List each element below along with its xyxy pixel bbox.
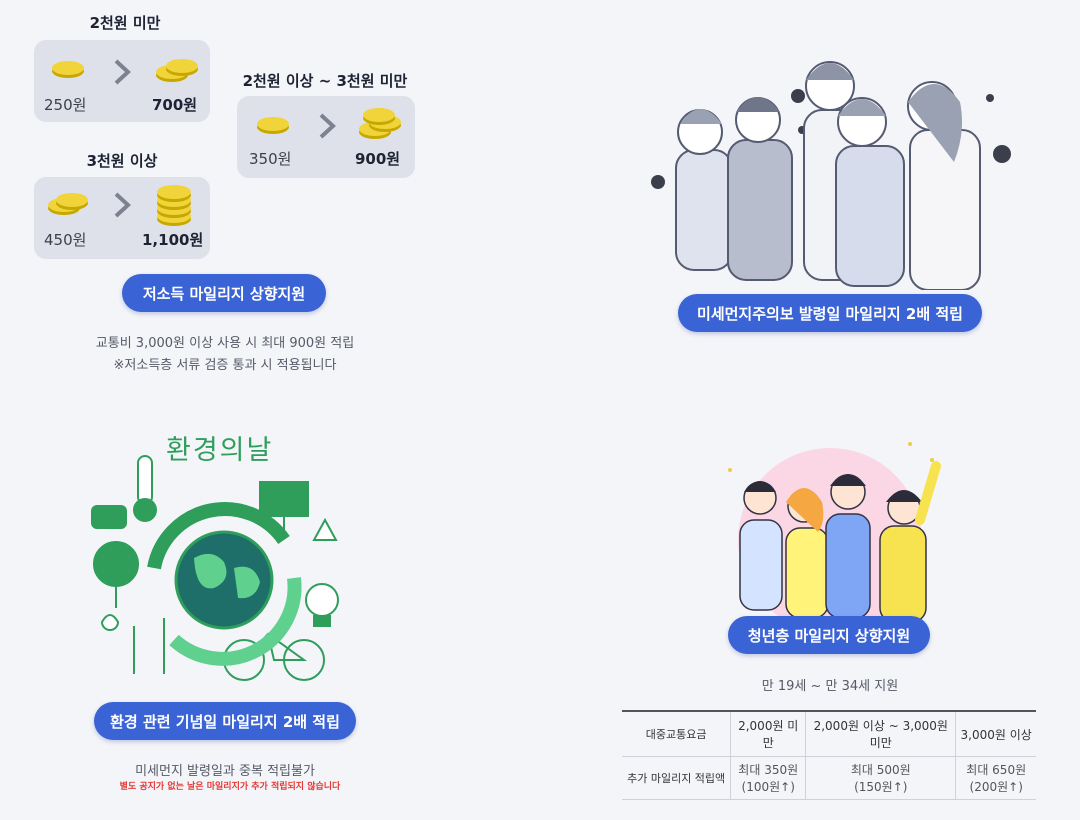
tier3-to: 1,100원 xyxy=(142,231,204,249)
environment-day-title: 환경의날 xyxy=(166,435,274,466)
table-header-cell: 2,000원 이상 ~ 3,000원 미만 xyxy=(805,710,957,757)
chevron-right-icon xyxy=(319,113,336,139)
low-income-badge: 저소득 마일리지 상향지원 xyxy=(122,274,326,312)
increase-amount: (200원↑) xyxy=(969,780,1023,794)
tier2-title: 2천원 이상 ~ 3천원 미만 xyxy=(242,72,408,90)
fine-dust-badge: 미세먼지주의보 발령일 마일리지 2배 적립 xyxy=(678,294,982,332)
tier2-to: 900원 xyxy=(355,150,401,168)
coin-icon xyxy=(257,117,289,134)
tier1-card: 250원 700원 xyxy=(34,40,210,122)
environment-illustration xyxy=(91,455,339,681)
low-income-condition: ※저소득층 서류 검증 통과 시 적용됩니다 xyxy=(113,358,337,373)
table-cell: 최대 350원 (100원↑) xyxy=(730,756,807,800)
tier2-from: 350원 xyxy=(249,150,292,168)
coin-stack-icon xyxy=(157,185,191,226)
youth-mileage-table: 대중교통요금 2,000원 미만 2,000원 이상 ~ 3,000원 미만 3… xyxy=(622,710,1036,800)
tier1-to: 700원 xyxy=(152,96,198,114)
tier3-card: 450원 1,100원 xyxy=(34,177,210,259)
table-cell: 최대 500원 (150원↑) xyxy=(805,756,957,800)
environment-note: 미세먼지 발령일과 중복 적립불가 xyxy=(135,764,315,779)
tier2-card: 350원 900원 xyxy=(237,96,415,178)
youth-badge: 청년층 마일리지 상향지원 xyxy=(728,616,930,654)
tier1-title: 2천원 미만 xyxy=(89,14,161,32)
table-header-cell: 2,000원 미만 xyxy=(730,710,807,757)
increase-amount: (150원↑) xyxy=(854,780,908,794)
tier3-title: 3천원 이상 xyxy=(86,152,158,170)
table-header-cell: 대중교통요금 xyxy=(622,710,732,757)
environment-badge: 환경 관련 기념일 마일리지 2배 적립 xyxy=(94,702,356,740)
masked-people-illustration xyxy=(651,61,1011,290)
table-header-cell: 3,000원 이상 xyxy=(955,710,1036,757)
environment-warning: 별도 공지가 없는 날은 마일리지가 추가 적립되지 않습니다 xyxy=(119,782,341,792)
coins-icon xyxy=(156,59,198,82)
max-amount: 최대 350원 xyxy=(738,763,799,777)
table-header-cell: 추가 마일리지 적립액 xyxy=(622,756,732,800)
table-cell: 최대 650원 (200원↑) xyxy=(955,756,1036,800)
low-income-note: 교통비 3,000원 이상 사용 시 최대 900원 적립 xyxy=(95,336,355,351)
coin-icon xyxy=(52,61,84,78)
youth-age: 만 19세 ~ 만 34세 지원 xyxy=(761,679,899,694)
table-row: 추가 마일리지 적립액 최대 350원 (100원↑) 최대 500원 (150원↑… xyxy=(622,756,1036,800)
increase-amount: (100원↑) xyxy=(741,780,795,794)
max-amount: 최대 500원 xyxy=(850,763,911,777)
chevron-right-icon xyxy=(114,59,131,85)
tier3-from: 450원 xyxy=(44,231,87,249)
young-people-illustration xyxy=(728,442,941,630)
tier1-from: 250원 xyxy=(44,96,87,114)
coins-icon xyxy=(359,108,401,139)
coins-icon xyxy=(48,193,88,215)
table-row: 대중교통요금 2,000원 미만 2,000원 이상 ~ 3,000원 미만 3… xyxy=(622,710,1036,757)
max-amount: 최대 650원 xyxy=(966,763,1027,777)
chevron-right-icon xyxy=(114,192,131,218)
